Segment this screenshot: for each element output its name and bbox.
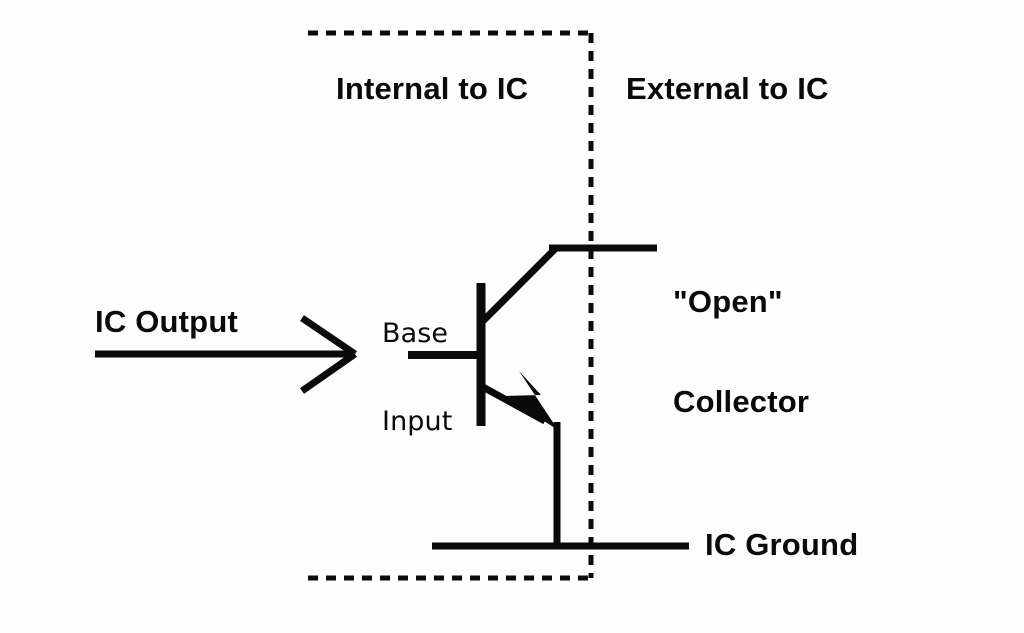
transistor-collector-diagonal: [478, 245, 559, 326]
label-base-input-line2: Input: [382, 405, 453, 437]
label-open-collector-line2: Collector: [673, 384, 810, 420]
label-internal-to-ic: Internal to IC: [336, 71, 529, 106]
ic-output-arrowhead-lower: [299, 351, 358, 394]
label-external-to-ic: External to IC: [626, 71, 829, 106]
transistor-emitter-diagonal: [479, 382, 547, 425]
label-ic-output: IC Output: [95, 304, 238, 339]
label-base-input: Base Input: [382, 261, 452, 494]
label-ic-ground: IC Ground: [705, 527, 859, 562]
label-open-collector: "Open" Collector: [673, 218, 809, 486]
label-open-collector-line1: "Open": [673, 283, 783, 319]
emitter-arrowhead: [505, 371, 558, 430]
ic-output-arrowhead-upper: [300, 315, 357, 357]
label-base-input-line1: Base: [382, 318, 449, 350]
